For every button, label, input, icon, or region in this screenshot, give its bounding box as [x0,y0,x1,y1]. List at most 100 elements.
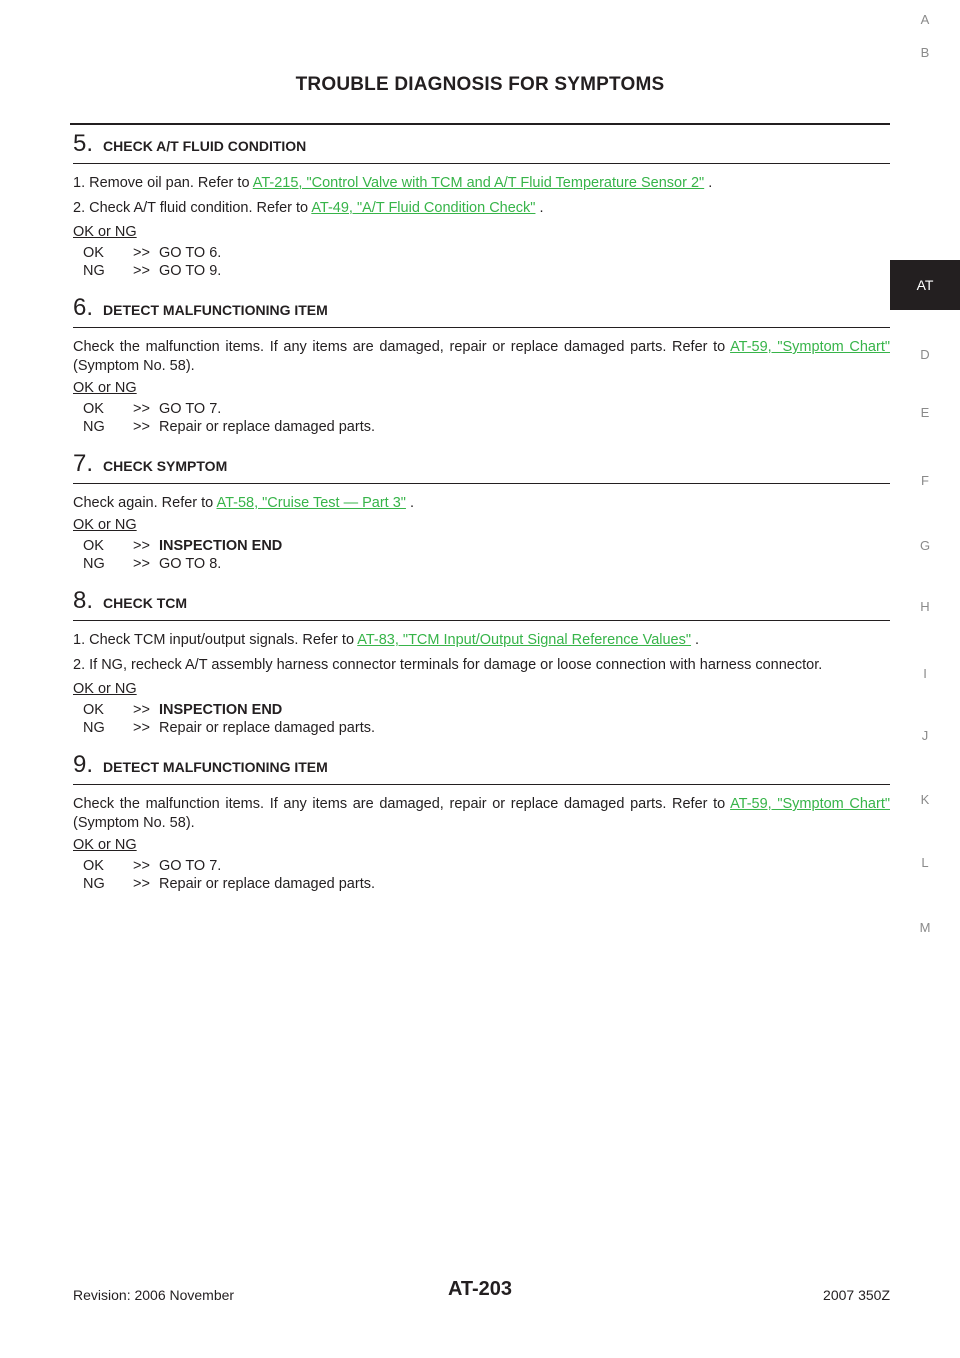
result-arrow: >> [133,401,150,417]
reference-link[interactable]: AT-58, "Cruise Test — Part 3" [216,495,406,511]
instruction-paragraph: Check the malfunction items. If any item… [73,795,890,833]
title-rule [70,123,890,125]
paragraph-text: Check again. Refer to [73,495,217,511]
section-number: 8 [73,587,93,615]
paragraph-suffix: (Symptom No. 58). [73,358,195,374]
side-tab-i[interactable]: I [923,666,927,681]
step-section: 8 CHECK TCM 1. Check TCM input/output sign… [73,587,890,737]
result-key: NG [83,720,105,736]
result-row: NG>>Repair or replace damaged parts. [83,418,890,436]
result-row: OK >> GO TO 7. [83,400,890,418]
section-heading: 7CHECK SYMPTOM [73,450,890,484]
result-action: GO TO 8. [159,556,222,572]
result-row: NG >> GO TO 8. [83,555,890,573]
result-action: INSPECTION END [159,702,283,718]
step-item: 2. If NG, recheck A/T assembly harness c… [73,656,890,675]
step-text: 2. Check A/T fluid condition. Refer to [73,200,312,216]
side-tab-f[interactable]: F [921,473,929,488]
step-section: 7CHECK SYMPTOM Check again. Refer to AT-5… [73,450,890,573]
result-action: Repair or replace damaged parts. [159,720,376,736]
result-row: OK>>GO TO 7. [83,857,890,875]
footer-page-number: AT-203 [447,1278,513,1300]
step-suffix: . [704,175,713,191]
result-arrow: >> [133,556,150,572]
result-key: NG [83,876,105,892]
side-tab-a[interactable]: A [920,12,930,27]
step-section: 9 DETECT MALFUNCTIONING ITEM Check the mal… [73,751,890,893]
section-number: 6 [73,294,93,322]
step-item: 1. Check TCM input/output signals. Refer… [73,631,890,650]
side-tab-h[interactable]: H [920,599,930,614]
side-tab-g[interactable]: G [919,538,931,553]
paragraph-text: Check the malfunction items. If any item… [73,796,731,812]
result-action: INSPECTION END [159,538,283,554]
result-list: OK>>GO TO 7.NG>>Repair or replace damage… [83,400,890,436]
side-tab-k[interactable]: K [920,792,930,807]
result-key: NG [83,556,105,572]
section-number: 7 [73,450,93,478]
ok-or-ng-label: OK or NG [73,837,137,853]
result-key: OK [83,702,104,718]
step-item: 1. Remove oil pan. Refer to AT-215, "Con… [73,174,890,193]
result-key: NG [83,419,105,435]
section-heading: 8 CHECK TCM [73,587,890,621]
result-arrow: >> [133,720,150,736]
result-list: OK >> INSPECTION END NG >> Repair or replace … [83,701,890,737]
step-list: 1. Remove oil pan. Refer to AT-215, "Con… [73,174,890,218]
side-tab-index: A B AT D E F G H I J K L M [890,0,960,1358]
step-suffix: . [535,200,544,216]
result-key: OK [83,538,104,554]
reference-link[interactable]: AT-59, "Symptom Chart" [730,339,890,355]
instruction-paragraph: Check again. Refer to AT-58, "Cruise Tes… [73,494,890,513]
section-number: 5 [73,130,93,158]
side-tab-at[interactable]: AT [890,260,960,310]
ok-or-ng-label: OK or NG [73,380,137,396]
footer-model: 2007 350Z [823,1287,890,1303]
section-title: DETECT MALFUNCTIONING ITEM [103,759,328,775]
ok-or-ng-label: OK or NG [73,517,137,533]
section-title: CHECK TCM [103,595,188,611]
result-list: OK>>GO TO 7.NG>>Repair or replace damage… [83,857,890,893]
result-row: OK>>INSPECTION END [83,537,890,555]
result-key: NG [83,263,105,279]
result-arrow: >> [133,419,150,435]
result-action: GO TO 7. [159,858,222,874]
result-key: OK [83,401,104,417]
section-heading: 6DETECT MALFUNCTIONING ITEM [73,294,890,328]
step-text: 1. Remove oil pan. Refer to [73,175,253,191]
side-tab-e[interactable]: E [920,405,930,420]
reference-link[interactable]: AT-59, "Symptom Chart" [730,796,890,812]
result-arrow: >> [133,876,150,892]
result-key: OK [83,858,104,874]
result-key: OK [83,245,104,261]
result-row: OK >> GO TO 6. [83,244,890,262]
section-number: 9 [73,751,93,779]
paragraph-suffix: . [405,495,415,511]
result-action: GO TO 6. [159,245,222,261]
side-tab-m[interactable]: M [919,920,931,935]
step-suffix: . [691,632,700,648]
result-action: GO TO 9. [159,263,222,279]
ok-or-ng-label: OK or NG [73,681,137,697]
ok-or-ng-label: OK or NG [73,224,137,240]
reference-link[interactable]: AT-83, "TCM Input/Output Signal Referenc… [357,632,692,648]
step-text: 1. Check TCM input/output signals. Refer… [73,632,358,648]
reference-link[interactable]: AT-215, "Control Valve with TCM and A/T … [252,175,705,191]
side-tab-d[interactable]: D [920,347,930,362]
result-arrow: >> [133,702,150,718]
paragraph-suffix: (Symptom No. 58). [73,815,195,831]
side-tab-l[interactable]: L [921,855,929,870]
side-tab-j[interactable]: J [921,728,929,743]
step-list: 1. Check TCM input/output signals. Refer… [73,631,890,675]
result-action: GO TO 7. [159,401,222,417]
reference-link[interactable]: AT-49, "A/T Fluid Condition Check" [311,200,536,216]
side-tab-b[interactable]: B [920,45,930,60]
result-arrow: >> [133,263,150,279]
result-row: NG >> Repair or replace damaged parts. [83,719,890,737]
result-arrow: >> [133,245,150,261]
page-title: TROUBLE DIAGNOSIS FOR SYMPTOMS [295,74,665,95]
